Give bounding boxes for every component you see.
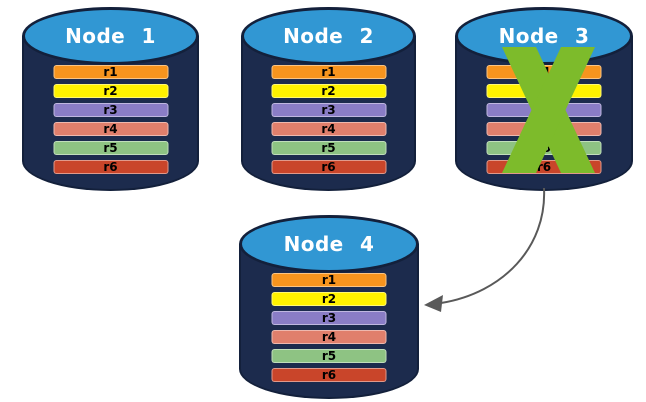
node-1-replica-r2: r2 <box>53 84 168 98</box>
node-3-cylinder-top: Node 3 <box>455 7 633 65</box>
node-3-title: Node 3 <box>498 24 590 48</box>
failover-arrowhead-icon <box>424 295 443 312</box>
node-4-cylinder-top: Node 4 <box>239 215 419 273</box>
node-2-replica-r5: r5 <box>271 141 386 155</box>
replica-label: r5 <box>536 141 552 155</box>
node-4-replica-r2: r2 <box>271 292 387 306</box>
node-4-replica-r5: r5 <box>271 349 387 363</box>
replica-label: r3 <box>321 103 336 117</box>
node-2-replica-r2: r2 <box>271 84 386 98</box>
node-3-replica-r2: r2 <box>486 84 602 98</box>
replica-label: r3 <box>103 103 118 117</box>
node-1-replica-list: r1 r2 r3 r4 r5 r6 <box>53 65 168 179</box>
replica-label: r6 <box>321 368 337 382</box>
node-1-replica-r1: r1 <box>53 65 168 79</box>
node-1: Node 1 r1 r2 r3 r4 r5 r6 <box>22 7 199 191</box>
replica-label: r2 <box>536 84 552 98</box>
replica-label: r3 <box>536 103 552 117</box>
replica-label: r6 <box>103 160 118 174</box>
node-1-replica-r6: r6 <box>53 160 168 174</box>
node-4-replica-r3: r3 <box>271 311 387 325</box>
node-1-title: Node 1 <box>65 24 156 48</box>
replica-label: r5 <box>103 141 118 155</box>
node-3-replica-r5: r5 <box>486 141 602 155</box>
replica-label: r2 <box>321 292 337 306</box>
replica-label: r4 <box>321 122 336 136</box>
node-1-cylinder-top: Node 1 <box>22 7 199 65</box>
node-1-replica-r5: r5 <box>53 141 168 155</box>
replica-label: r6 <box>536 160 552 174</box>
replica-label: r5 <box>321 141 336 155</box>
node-2-replica-r3: r3 <box>271 103 386 117</box>
replica-label: r4 <box>103 122 118 136</box>
node-2-title: Node 2 <box>283 24 374 48</box>
replica-label: r2 <box>103 84 118 98</box>
node-4: Node 4 r1 r2 r3 r4 r5 r6 <box>239 215 419 399</box>
node-1-replica-r3: r3 <box>53 103 168 117</box>
node-3-replica-list: r1 r2 r3 r4 r5 r6 <box>486 65 602 179</box>
node-4-replica-r1: r1 <box>271 273 387 287</box>
node-3: Node 3 r1 r2 r3 r4 r5 r6 <box>455 7 633 191</box>
replica-label: r5 <box>321 349 337 363</box>
replica-label: r1 <box>103 65 118 79</box>
replica-label: r2 <box>321 84 336 98</box>
node-4-replica-r6: r6 <box>271 368 387 382</box>
node-2-replica-r4: r4 <box>271 122 386 136</box>
failover-arrow-line <box>440 187 546 304</box>
replica-label: r1 <box>321 273 337 287</box>
node-3-replica-r4: r4 <box>486 122 602 136</box>
node-2: Node 2 r1 r2 r3 r4 r5 r6 <box>241 7 416 191</box>
replica-label: r3 <box>321 311 337 325</box>
node-3-replica-r1: r1 <box>486 65 602 79</box>
replica-label: r1 <box>321 65 336 79</box>
node-3-replica-r3: r3 <box>486 103 602 117</box>
node-2-replica-list: r1 r2 r3 r4 r5 r6 <box>271 65 386 179</box>
replica-label: r6 <box>321 160 336 174</box>
node-2-replica-r1: r1 <box>271 65 386 79</box>
node-1-replica-r4: r4 <box>53 122 168 136</box>
node-4-replica-r4: r4 <box>271 330 387 344</box>
node-4-title: Node 4 <box>283 232 375 256</box>
replica-label: r1 <box>536 65 552 79</box>
replica-label: r4 <box>321 330 337 344</box>
replica-label: r4 <box>536 122 552 136</box>
node-3-replica-r6: r6 <box>486 160 602 174</box>
failover-arrow <box>424 187 546 312</box>
node-2-cylinder-top: Node 2 <box>241 7 416 65</box>
node-2-replica-r6: r6 <box>271 160 386 174</box>
node-4-replica-list: r1 r2 r3 r4 r5 r6 <box>271 273 387 387</box>
